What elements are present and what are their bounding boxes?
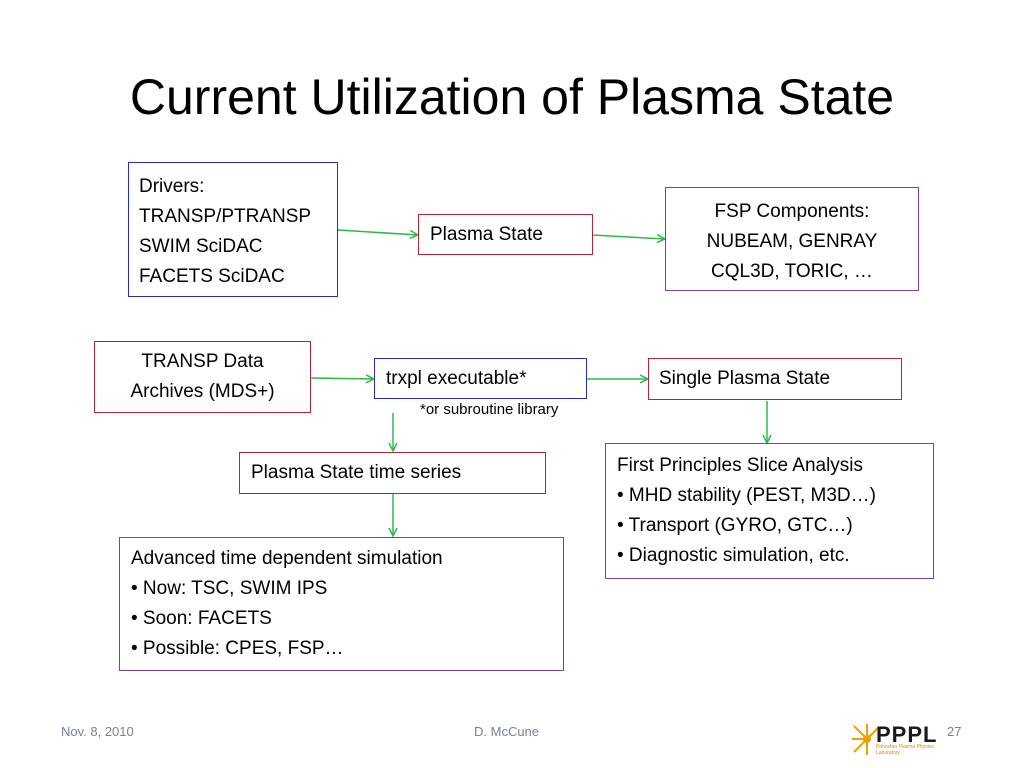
first-principles-line: • Transport (GYRO, GTC…) bbox=[617, 515, 853, 536]
drivers-line: FACETS SciDAC bbox=[139, 266, 285, 287]
plasma-state-label: Plasma State bbox=[430, 224, 543, 245]
single-state-label: Single Plasma State bbox=[659, 368, 831, 389]
fsp-line: FSP Components: bbox=[714, 201, 870, 222]
pppl-logo-subtext: Princeton Plasma Physics Laboratory bbox=[876, 744, 934, 756]
plasma-state-box: Plasma State bbox=[418, 214, 593, 255]
fsp-line: CQL3D, TORIC, … bbox=[711, 261, 873, 282]
arrow-drivers-plasma-state bbox=[338, 230, 418, 235]
drivers-box: Drivers: TRANSP/PTRANSP SWIM SciDAC FACE… bbox=[128, 162, 338, 297]
footer-page-number: 27 bbox=[947, 724, 962, 739]
trxpl-box: trxpl executable* bbox=[374, 358, 587, 399]
time-series-box: Plasma State time series bbox=[239, 452, 546, 494]
time-series-label: Plasma State time series bbox=[251, 462, 462, 483]
pppl-logo-icon bbox=[852, 724, 879, 755]
footer-author: D. McCune bbox=[474, 724, 540, 739]
single-plasma-state-box: Single Plasma State bbox=[648, 358, 902, 400]
advanced-line: • Possible: CPES, FSP… bbox=[131, 638, 344, 659]
first-principles-line: First Principles Slice Analysis bbox=[617, 455, 864, 476]
slide-title: Current Utilization of Plasma State bbox=[129, 69, 895, 125]
drivers-line: TRANSP/PTRANSP bbox=[139, 206, 312, 227]
advanced-simulation-box: Advanced time dependent simulation • Now… bbox=[119, 537, 564, 671]
advanced-line: Advanced time dependent simulation bbox=[131, 548, 443, 569]
fsp-line: NUBEAM, GENRAY bbox=[706, 231, 878, 252]
first-principles-line: • MHD stability (PEST, M3D…) bbox=[617, 485, 876, 506]
footer-date: Nov. 8, 2010 bbox=[61, 724, 134, 739]
fsp-components-box: FSP Components: NUBEAM, GENRAY CQL3D, TO… bbox=[665, 187, 919, 291]
trxpl-footnote: *or subroutine library bbox=[420, 401, 559, 418]
drivers-line: Drivers: bbox=[139, 176, 205, 197]
advanced-line: • Now: TSC, SWIM IPS bbox=[131, 578, 328, 599]
drivers-line: SWIM SciDAC bbox=[139, 236, 263, 257]
arrow-plasma-state-fsp bbox=[592, 235, 665, 239]
advanced-line: • Soon: FACETS bbox=[131, 608, 272, 629]
archives-line: Archives (MDS+) bbox=[130, 381, 275, 402]
pppl-logo-text: PPPL bbox=[876, 722, 938, 747]
trxpl-label: trxpl executable* bbox=[386, 368, 527, 389]
first-principles-box: First Principles Slice Analysis • MHD st… bbox=[605, 443, 934, 579]
arrow-archives-trxpl bbox=[310, 378, 374, 379]
first-principles-line: • Diagnostic simulation, etc. bbox=[617, 545, 850, 566]
transp-archives-box: TRANSP Data Archives (MDS+) bbox=[94, 341, 311, 413]
archives-line: TRANSP Data bbox=[141, 351, 264, 372]
